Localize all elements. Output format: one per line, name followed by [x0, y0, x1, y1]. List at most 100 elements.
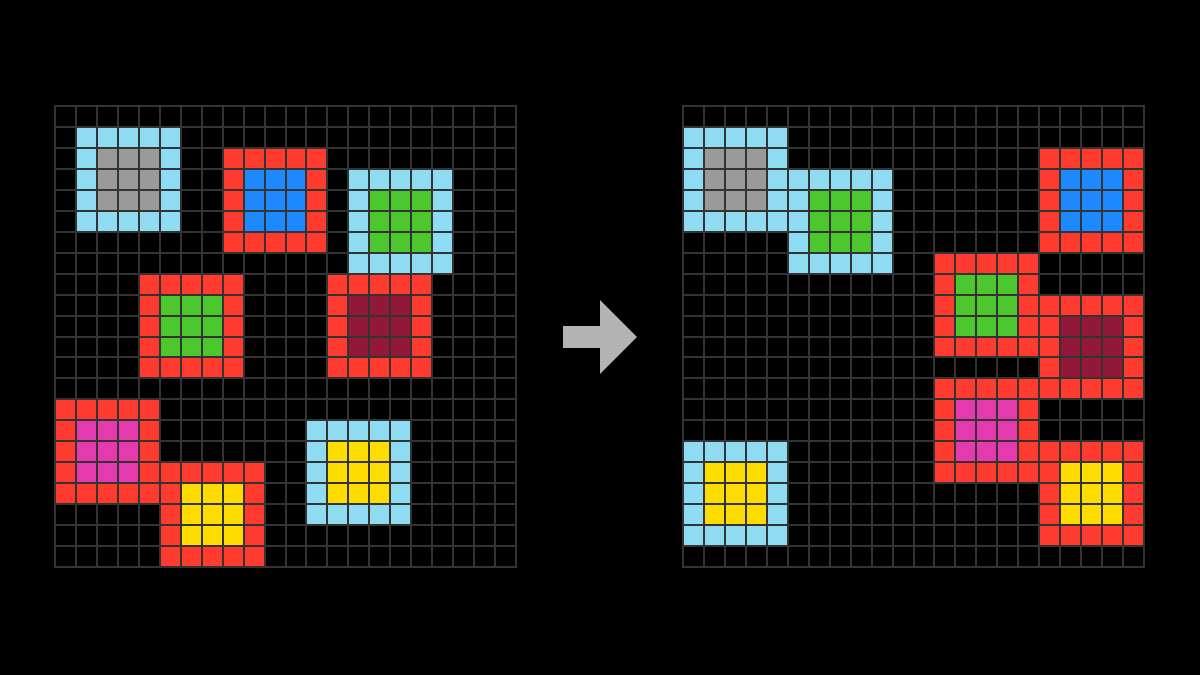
grid-cell	[223, 379, 243, 399]
grid-cell	[349, 211, 369, 231]
grid-cell	[956, 253, 976, 273]
grid-cell	[956, 337, 976, 357]
grid-cell	[1019, 379, 1039, 399]
grid-cell	[767, 127, 787, 147]
grid-cell	[725, 547, 745, 566]
grid-cell	[788, 274, 808, 294]
grid-cell	[1103, 232, 1123, 252]
grid-cell	[1019, 148, 1039, 168]
grid-cell	[202, 107, 222, 126]
grid-cell	[914, 127, 934, 147]
grid-cell	[914, 148, 934, 168]
grid-cell	[391, 337, 411, 357]
grid-cell	[830, 421, 850, 441]
grid-cell	[830, 232, 850, 252]
grid-cell	[265, 211, 285, 231]
grid-cell	[97, 316, 117, 336]
grid-cell	[433, 484, 453, 504]
grid-cell	[767, 379, 787, 399]
grid-cell	[56, 484, 75, 504]
transform-arrow-icon	[563, 300, 637, 374]
grid-cell	[139, 421, 159, 441]
grid-cell	[767, 190, 787, 210]
grid-cell	[328, 107, 348, 126]
grid-cell	[893, 148, 913, 168]
grid-cell	[475, 379, 495, 399]
grid-cell	[872, 547, 892, 566]
grid-cell	[725, 107, 745, 126]
grid-cell	[788, 547, 808, 566]
grid-cell	[893, 274, 913, 294]
grid-cell	[1019, 505, 1039, 525]
grid-cell	[412, 400, 432, 420]
grid-cell	[1124, 232, 1143, 252]
grid-cell	[286, 148, 306, 168]
grid-cell	[704, 127, 724, 147]
grid-cell	[496, 337, 515, 357]
grid-cell	[851, 379, 871, 399]
grid-cell	[788, 358, 808, 378]
grid-cell	[76, 232, 96, 252]
grid-cell	[1040, 505, 1060, 525]
grid-cell	[475, 442, 495, 462]
grid-cell	[370, 484, 390, 504]
grid-cell	[244, 169, 264, 189]
grid-cell	[265, 379, 285, 399]
grid-cell	[433, 316, 453, 336]
grid-cell	[286, 547, 306, 566]
grid-cell	[872, 421, 892, 441]
grid-cell	[349, 442, 369, 462]
grid-cell	[160, 463, 180, 483]
grid-cell	[1082, 127, 1102, 147]
grid-cell	[349, 400, 369, 420]
grid-cell	[809, 358, 829, 378]
grid-cell	[370, 148, 390, 168]
grid-cell	[767, 547, 787, 566]
grid-cell	[328, 316, 348, 336]
grid-cell	[202, 148, 222, 168]
grid-cell	[1061, 526, 1081, 546]
grid-cell	[684, 379, 703, 399]
grid-cell	[370, 442, 390, 462]
grid-cell	[454, 505, 474, 525]
grid-cell	[244, 358, 264, 378]
grid-cell	[935, 379, 955, 399]
grid-cell	[76, 358, 96, 378]
grid-cell	[56, 169, 75, 189]
grid-cell	[391, 253, 411, 273]
grid-cell	[475, 400, 495, 420]
grid-cell	[265, 148, 285, 168]
grid-cell	[1040, 442, 1060, 462]
grid-cell	[286, 107, 306, 126]
grid-cell	[767, 295, 787, 315]
grid-cell	[935, 127, 955, 147]
grid-cell	[767, 400, 787, 420]
grid-cell	[684, 463, 703, 483]
grid-cell	[475, 547, 495, 566]
grid-cell	[56, 526, 75, 546]
grid-cell	[788, 316, 808, 336]
grid-cell	[412, 295, 432, 315]
grid-cell	[725, 253, 745, 273]
grid-cell	[1124, 316, 1143, 336]
grid-cell	[328, 463, 348, 483]
grid-cell	[328, 421, 348, 441]
grid-cell	[977, 463, 997, 483]
grid-cell	[1019, 169, 1039, 189]
grid-cell	[767, 463, 787, 483]
grid-cell	[977, 274, 997, 294]
grid-cell	[977, 127, 997, 147]
grid-cell	[893, 107, 913, 126]
grid-cell	[851, 358, 871, 378]
grid-cell	[893, 505, 913, 525]
grid-cell	[704, 232, 724, 252]
grid-cell	[998, 379, 1018, 399]
grid-cell	[286, 337, 306, 357]
grid-cell	[998, 169, 1018, 189]
grid-cell	[1019, 274, 1039, 294]
grid-cell	[809, 190, 829, 210]
grid-cell	[893, 442, 913, 462]
grid-cell	[202, 484, 222, 504]
grid-cell	[725, 337, 745, 357]
grid-cell	[1061, 505, 1081, 525]
